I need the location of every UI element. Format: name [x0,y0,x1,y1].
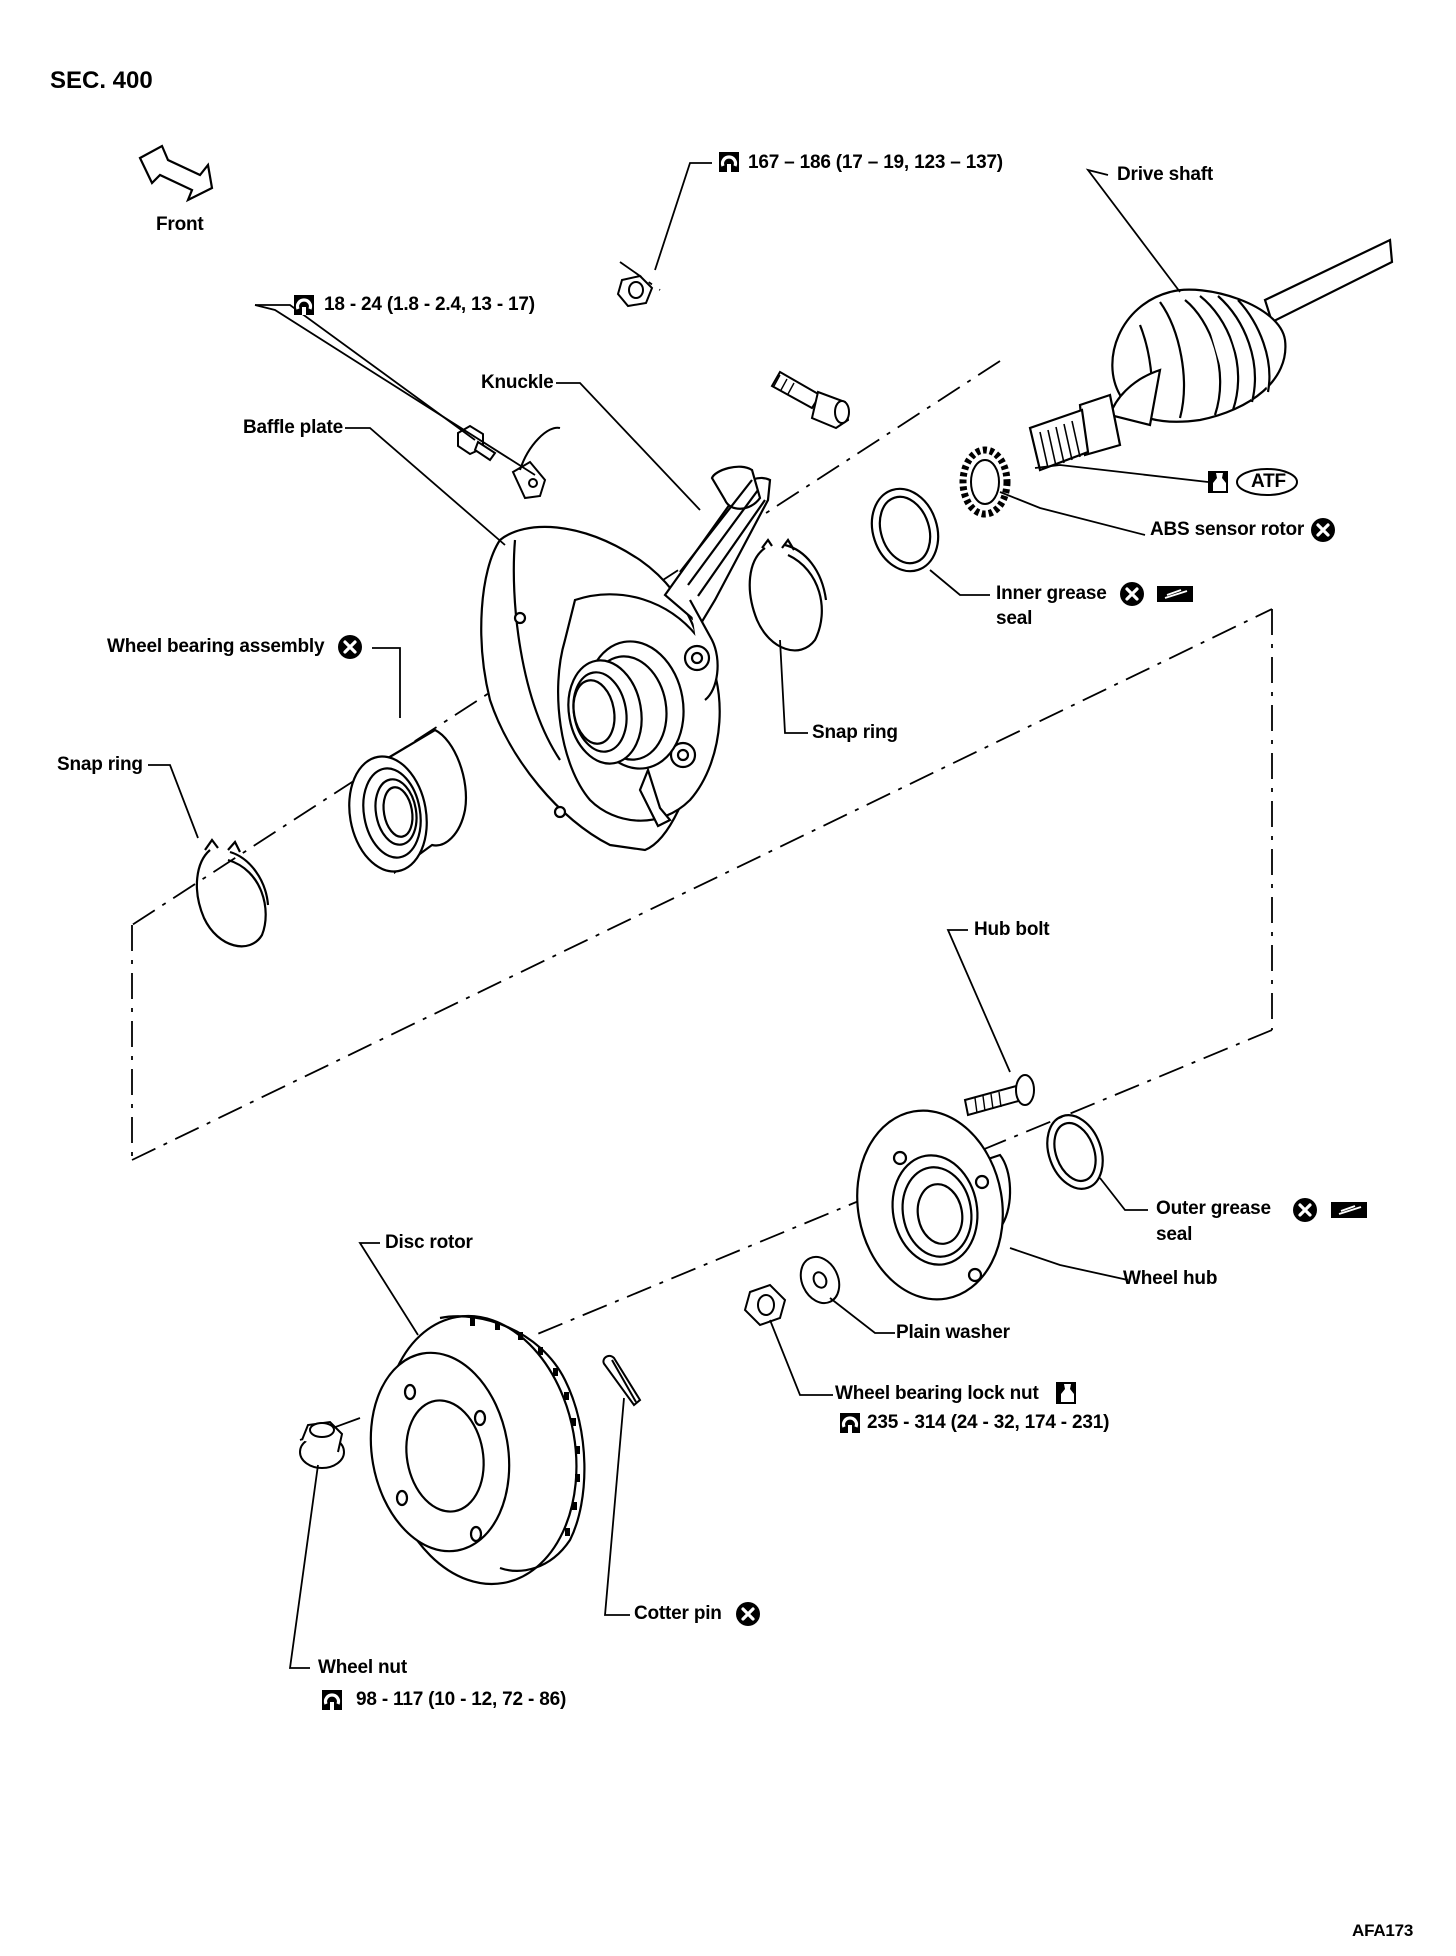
cotter-pin-label: Cotter pin [634,1603,722,1624]
plain-washer [799,1255,841,1305]
leader-lines [148,162,1209,1669]
snap-ring-label-left: Snap ring [57,754,143,775]
wheel-bearing-lock-nut [743,1283,787,1327]
outer-grease-seal-label: Outer grease [1156,1198,1271,1219]
torque-wrench-icon [320,1688,344,1712]
hub-bolt-label: Hub bolt [974,919,1050,940]
do-not-reuse-icon [1291,1196,1319,1224]
hub-bolt [963,1074,1035,1117]
outer-grease-seal [1046,1114,1104,1190]
wheel-bearing-assembly [348,728,468,875]
torque-wrench-icon [838,1411,862,1435]
section-number: SEC. 400 [50,67,153,94]
snap-ring-right [748,538,828,652]
do-not-reuse-icon [1309,516,1337,544]
disc-rotor [369,1314,586,1586]
wheel-bearing-assembly-label: Wheel bearing assembly [107,636,325,657]
disc-rotor-label: Disc rotor [385,1232,473,1253]
wheel-nut-torque-spec: 98 - 117 (10 - 12, 72 - 86) [356,1689,567,1710]
do-not-reuse-icon [1118,580,1146,608]
torque-wrench-icon [717,150,741,174]
apply-lubricant-icon [1056,1382,1076,1404]
do-not-reuse-icon [734,1600,762,1628]
baffle-plate-label: Baffle plate [243,417,344,438]
front-direction-label: Front [156,214,204,235]
inner-grease-seal-label-2: seal [996,608,1033,629]
knuckle-bolt [770,370,850,430]
snap-ring-left [195,838,270,948]
drive-shaft-label: Drive shaft [1117,164,1214,185]
wheel-hub-label: Wheel hub [1123,1268,1218,1289]
abs-sensor [511,426,561,500]
top-nut-torque-spec: 167 – 186 (17 – 19, 123 – 137) [748,152,1003,173]
atf-label: ATF [1251,471,1286,492]
do-not-reuse-icon [336,633,364,661]
cotter-pin [602,1354,642,1407]
plain-washer-label: Plain washer [896,1322,1010,1343]
lock-nut-label: Wheel bearing lock nut [835,1383,1039,1404]
lock-nut-torque-spec: 235 - 314 (24 - 32, 174 - 231) [867,1412,1110,1433]
figure-code: AFA173 [1352,1921,1414,1940]
snap-ring-label-right: Snap ring [812,722,898,743]
wheel-hub [856,1109,1012,1301]
abs-sensor-rotor-label: ABS sensor rotor [1150,519,1305,540]
wheel-nut-label: Wheel nut [318,1657,407,1678]
sensor-bolt-torque-spec: 18 - 24 (1.8 - 2.4, 13 - 17) [324,294,535,315]
apply-lubricant-icon [1208,471,1228,493]
knuckle-label: Knuckle [481,372,554,393]
top-nut [616,274,654,308]
front-arrow-icon [138,144,214,203]
atf-badge [1236,468,1298,496]
abs-sensor-rotor [959,446,1011,518]
knuckle [557,465,772,828]
wheel-nut [299,1420,345,1469]
grease-icon [1330,1201,1368,1219]
grease-icon [1156,585,1194,603]
torque-wrench-icon [292,293,316,317]
outer-grease-seal-label-2: seal [1156,1224,1193,1245]
inner-grease-seal [870,487,940,573]
inner-grease-seal-label: Inner grease [996,583,1107,604]
drive-shaft [1028,238,1394,472]
